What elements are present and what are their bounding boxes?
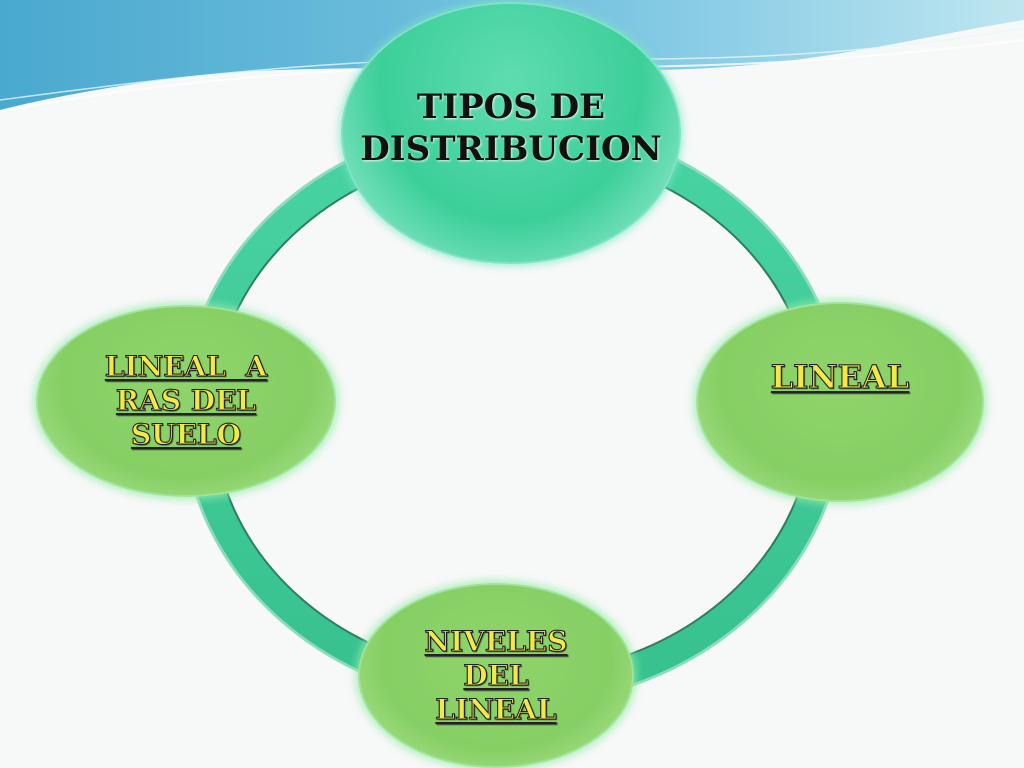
node-left-line-1: LINEAL A [104, 350, 268, 384]
node-left-line-2: RAS DEL [115, 384, 257, 418]
node-right-label: LINEAL [770, 358, 910, 396]
node-bottom-line-2: DEL [463, 658, 529, 692]
node-lineal: LINEAL [696, 302, 984, 502]
node-niveles-del-lineal: NIVELES DEL LINEAL [358, 583, 634, 768]
node-right-line-1: LINEAL [770, 358, 910, 396]
center-node-title: TIPOS DE DISTRIBUCION [360, 86, 661, 170]
node-bottom-line-1: NIVELES [424, 624, 568, 658]
center-title-line-2: DISTRIBUCION [360, 129, 662, 169]
node-bottom-label: NIVELES DEL LINEAL [424, 624, 568, 727]
node-lineal-a-ras-del-suelo: LINEAL A RAS DEL SUELO [36, 305, 336, 497]
node-left-line-3: SUELO [130, 418, 242, 452]
center-node-tipos-de-distribucion: TIPOS DE DISTRIBUCION [341, 2, 681, 264]
node-left-label: LINEAL A RAS DEL SUELO [104, 350, 268, 452]
center-title-line-1: TIPOS DE [416, 87, 606, 127]
node-bottom-line-3: LINEAL [435, 692, 557, 726]
